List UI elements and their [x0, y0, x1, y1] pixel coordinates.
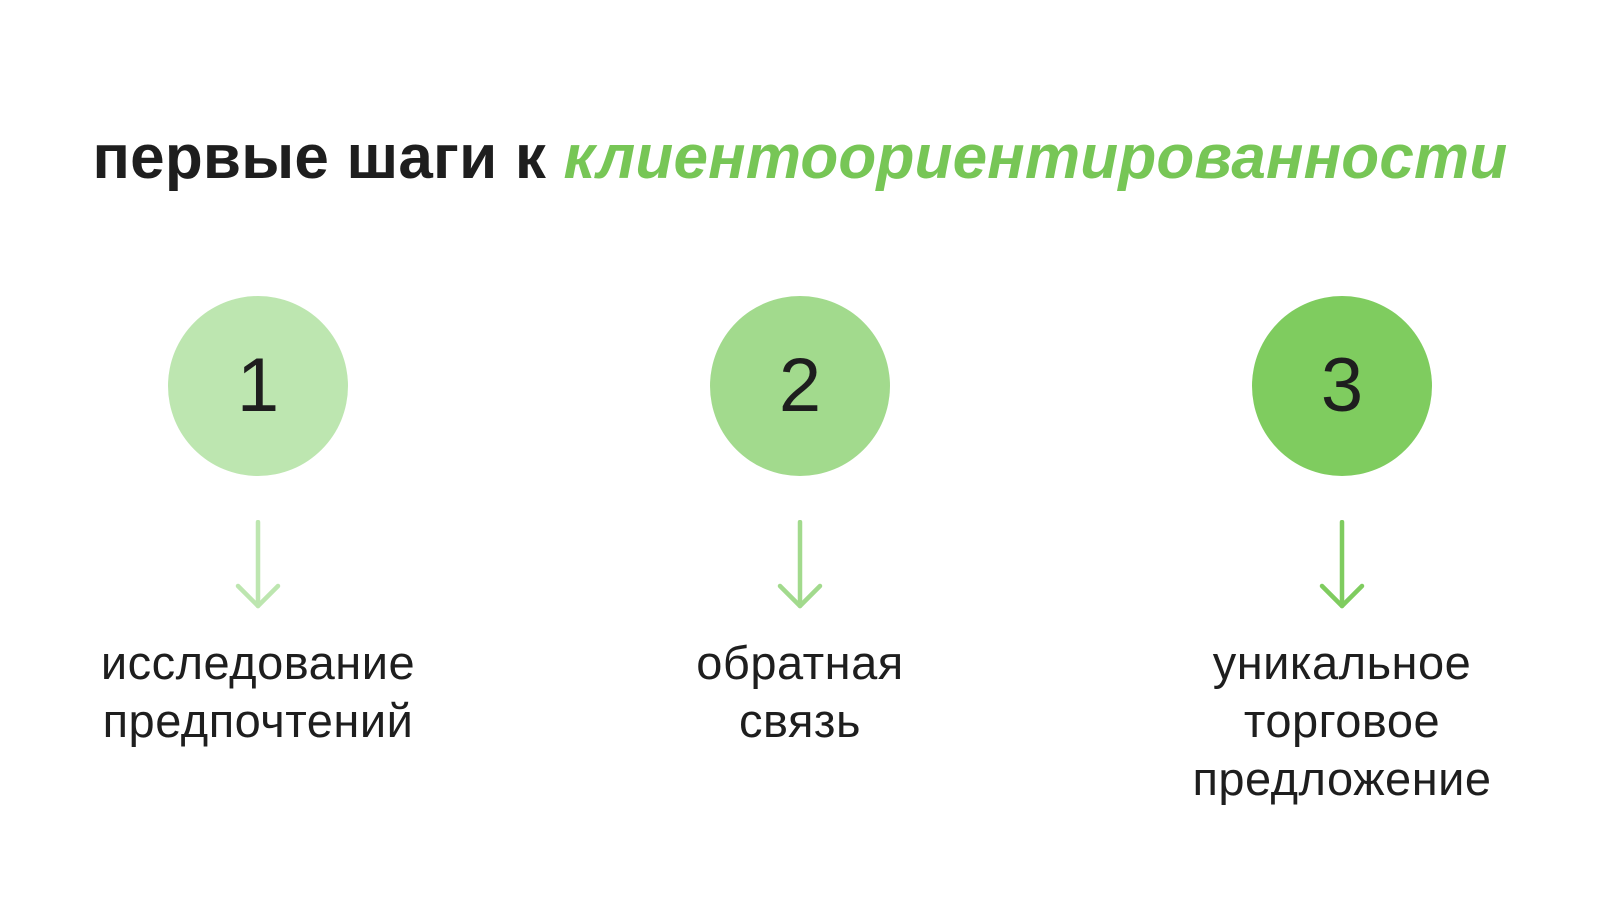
step-2-number: 2 — [778, 343, 822, 428]
step-2-circle: 2 — [710, 296, 890, 476]
step-2-label-line-2: связь — [739, 694, 861, 747]
step-1-label-line-1: исследование — [100, 636, 416, 689]
step-1-label-line-2: предпочтений — [102, 694, 414, 747]
arrow-down-icon — [777, 520, 823, 609]
step-3: 3 уникальное торговое предложение — [1112, 296, 1572, 836]
arrow-down-icon — [235, 520, 281, 609]
title-accent: клиентоориентированности — [563, 123, 1508, 192]
step-3-label-line-3: предложение — [1192, 752, 1492, 805]
step-1-circle: 1 — [168, 296, 348, 476]
title-plain: первые шаги к — [92, 123, 564, 192]
step-1-label: исследование предпочтений — [28, 634, 488, 750]
step-2: 2 обратная связь — [570, 296, 1030, 836]
step-2-label: обратная связь — [570, 634, 1030, 750]
step-3-label: уникальное торговое предложение — [1112, 634, 1572, 808]
slide-title: первые шаги к клиентоориентированности — [0, 118, 1600, 198]
step-1: 1 исследование предпочтений — [28, 296, 488, 836]
step-1-number: 1 — [236, 343, 280, 428]
step-3-number: 3 — [1320, 343, 1364, 428]
arrow-down-icon — [1319, 520, 1365, 609]
step-3-label-line-1: уникальное — [1212, 636, 1472, 689]
step-3-circle: 3 — [1252, 296, 1432, 476]
step-2-label-line-1: обратная — [696, 636, 904, 689]
step-3-label-line-2: торговое — [1243, 694, 1441, 747]
